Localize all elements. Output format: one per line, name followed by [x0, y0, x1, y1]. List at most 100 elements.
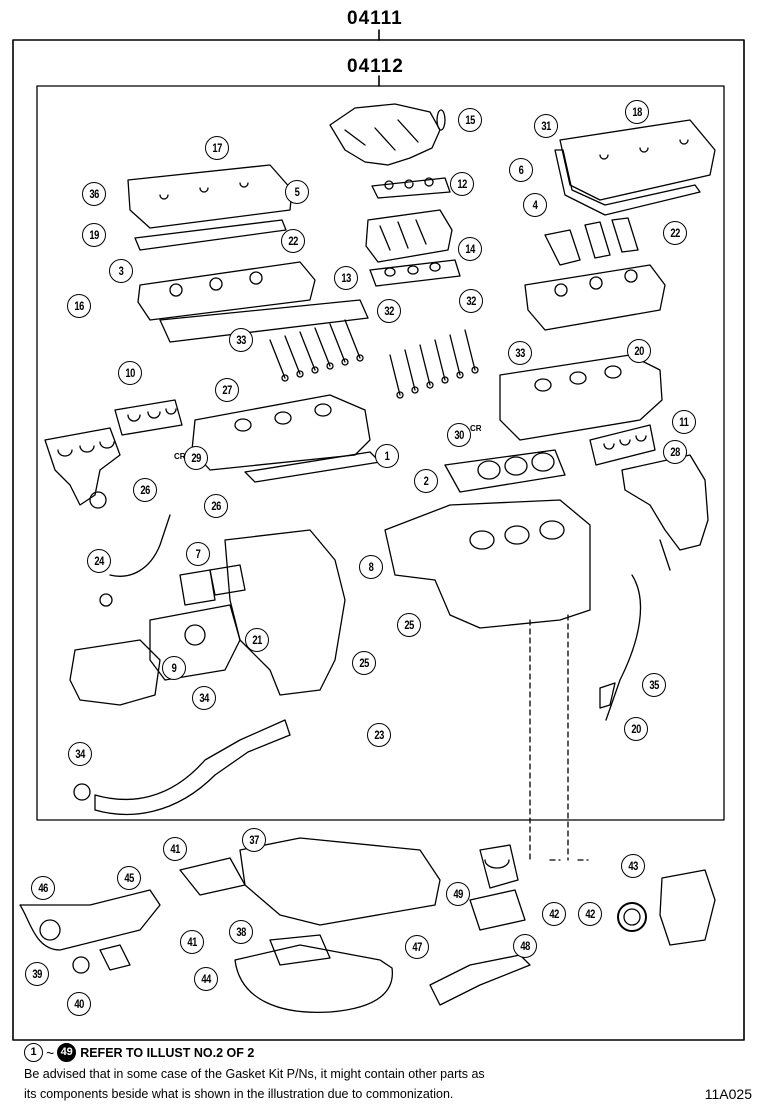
intake-gasket-13-14-shape [369, 259, 461, 287]
callout-39: 39 [25, 962, 49, 986]
footer-note-line-1: Be advised that in some case of the Gask… [24, 1067, 485, 1081]
left-cam-carrier-shape [159, 299, 369, 343]
dipstick-guide-shape [605, 574, 642, 721]
lower-oil-pan-shape [234, 944, 393, 1014]
callout-13: 13 [334, 266, 358, 290]
callout-48: 48 [513, 934, 537, 958]
callout-37: 37 [242, 828, 266, 852]
range-start-circle: 1 [24, 1043, 43, 1062]
callout-45: 45 [117, 866, 141, 890]
right-cylinder-head-shape [499, 354, 663, 441]
callout-17: 17 [205, 136, 229, 160]
head-gasket-1-shape [244, 451, 381, 483]
left-head-cover-shape [127, 164, 293, 229]
callout-40: 40 [67, 992, 91, 1016]
callout-32-right: 32 [459, 289, 483, 313]
callout-10: 10 [118, 361, 142, 385]
callout-47: 47 [405, 935, 429, 959]
callout-34-lower: 34 [68, 742, 92, 766]
callout-23: 23 [367, 723, 391, 747]
callout-21: 21 [245, 628, 269, 652]
water-inlet-pipe-shape [94, 719, 291, 816]
callout-22-right: 22 [663, 221, 687, 245]
cr-mark-right: CR [470, 424, 482, 433]
oil-filter-shape [479, 844, 519, 889]
camshaft-housing-shape [137, 261, 316, 321]
water-inlet-housing-shape [19, 889, 161, 951]
callout-41-lower: 41 [180, 930, 204, 954]
outer-kit-code: 04111 [347, 8, 403, 29]
head-cover-gasket-6-shape [554, 149, 701, 216]
callout-49: 49 [446, 882, 470, 906]
oil-pan-upper-shape [239, 837, 441, 926]
intake-gasket-12-shape [371, 177, 451, 199]
left-cylinder-head-shape [191, 394, 371, 471]
callout-38: 38 [229, 920, 253, 944]
callout-32-left: 32 [377, 299, 401, 323]
callout-20-lower: 20 [624, 717, 648, 741]
callout-18: 18 [625, 100, 649, 124]
cylinder-block-shape [384, 499, 591, 629]
callout-42-left: 42 [542, 902, 566, 926]
callout-8: 8 [359, 555, 383, 579]
callout-26-upper: 26 [133, 478, 157, 502]
callout-46: 46 [31, 876, 55, 900]
callout-43: 43 [621, 854, 645, 878]
exhaust-gasket-10-shape [114, 399, 183, 436]
timing-cover-shape [224, 529, 346, 696]
reference-text: REFER TO ILLUST NO.2 OF 2 [80, 1045, 255, 1060]
callout-27: 27 [215, 378, 239, 402]
cr-mark-left: CR [174, 452, 186, 461]
callout-34-upper: 34 [192, 686, 216, 710]
range-end-circle: 49 [57, 1043, 77, 1062]
callout-19: 19 [82, 223, 106, 247]
callout-35: 35 [642, 673, 666, 697]
callout-31: 31 [534, 114, 558, 138]
callout-24: 24 [87, 549, 111, 573]
water-pump-gasket-9-shape [149, 604, 241, 681]
callout-42-right: 42 [578, 902, 602, 926]
illustration-code: 11A025 [704, 1086, 752, 1102]
head-gasket-2-shape [444, 449, 566, 493]
footer-note-line-2: its components beside what is shown in t… [24, 1087, 454, 1101]
callout-11: 11 [672, 410, 696, 434]
callout-20-upper: 20 [627, 339, 651, 363]
callout-25-lower: 25 [352, 651, 376, 675]
callout-22-left: 22 [281, 229, 305, 253]
callout-41-upper: 41 [163, 837, 187, 861]
callout-6: 6 [509, 158, 533, 182]
callout-26-lower: 26 [204, 494, 228, 518]
range-tilde: ~ [46, 1044, 55, 1061]
callout-12: 12 [450, 172, 474, 196]
callout-7: 7 [186, 542, 210, 566]
callout-28: 28 [663, 440, 687, 464]
callout-3: 3 [109, 259, 133, 283]
exhaust-gasket-11-shape [589, 424, 656, 466]
rear-seal-retainer-shape [659, 869, 716, 946]
intake-manifold-shape [365, 209, 453, 263]
callout-44: 44 [194, 967, 218, 991]
callout-14: 14 [458, 237, 482, 261]
callout-33-left: 33 [229, 328, 253, 352]
outer-frame [12, 39, 745, 1041]
intake-plenum-shape [329, 103, 441, 166]
head-cover-gasket-5-shape [134, 219, 287, 251]
right-camshaft-housing-shape [524, 264, 666, 331]
callout-2: 2 [414, 469, 438, 493]
right-head-cover-shape [559, 119, 716, 201]
callout-33-right: 33 [508, 341, 532, 365]
callout-15: 15 [458, 108, 482, 132]
callout-30: 30 [447, 423, 471, 447]
callout-9: 9 [162, 656, 186, 680]
left-valves-shape [269, 319, 364, 382]
callout-36: 36 [82, 182, 106, 206]
inner-frame [36, 85, 725, 821]
callout-4: 4 [523, 193, 547, 217]
right-exhaust-manifold-shape [621, 454, 709, 571]
callout-29: 29 [184, 446, 208, 470]
inner-kit-code: 04112 [347, 56, 404, 77]
callout-25-upper: 25 [397, 613, 421, 637]
right-valves-shape [389, 329, 479, 399]
